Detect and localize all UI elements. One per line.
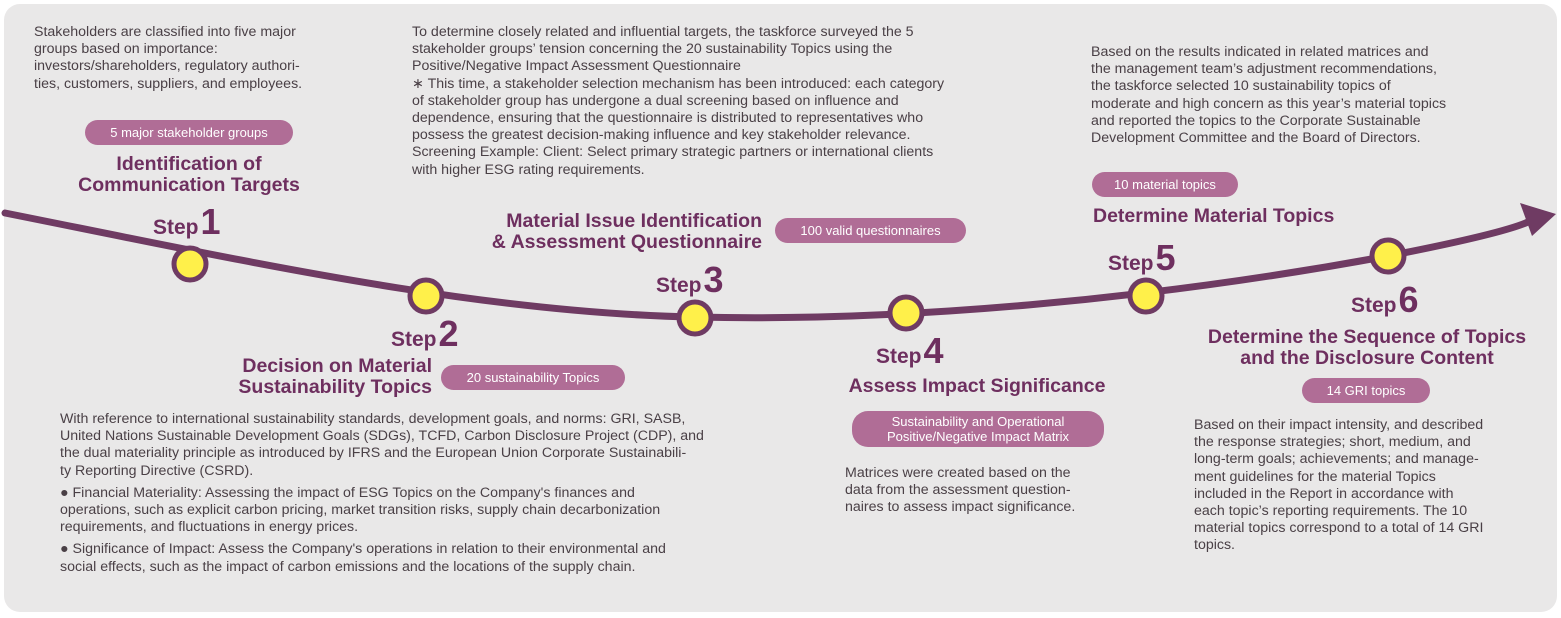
- step4-title: Assess Impact Significance: [848, 375, 1106, 397]
- step-node-6: [1369, 237, 1407, 275]
- step-node-5: [1127, 277, 1165, 315]
- step1-description: Stakeholders are classified into five ma…: [34, 24, 303, 92]
- bullet-significance-of-impact: ● Significance of Impact: Assess the Com…: [60, 541, 666, 558]
- step6-title: Determine the Sequence of Topics and the…: [1207, 326, 1527, 369]
- step-node-3: [676, 299, 714, 337]
- step2-label: Step2: [391, 313, 459, 354]
- step-node-4: [887, 294, 925, 332]
- step1-label: Step1: [153, 201, 221, 242]
- timeline-path: [1, 209, 1532, 322]
- step6-badge: 14 GRI topics: [1302, 378, 1430, 403]
- step-node-2: [407, 277, 445, 315]
- step5-description: Based on the results indicated in relate…: [1091, 44, 1447, 147]
- step5-title: Determine Material Topics: [1093, 205, 1335, 227]
- step5-label: Step5: [1108, 237, 1176, 278]
- diagram-panel: [4, 4, 1557, 612]
- step2-badge: 20 sustainability Topics: [441, 365, 625, 390]
- bullet-financial-materiality: ● Financial Materiality: Assessing the i…: [60, 484, 635, 501]
- step3-label: Step3: [656, 259, 724, 300]
- step4-label: Step4: [876, 330, 944, 371]
- arrow-head-icon: [1520, 203, 1556, 236]
- step4-badge: Sustainability and Operational Positive/…: [852, 411, 1104, 447]
- step6-label: Step6: [1351, 279, 1419, 320]
- step2-title: Decision on Material Sustainability Topi…: [238, 355, 432, 398]
- step4-description: Matrices were created based on the data …: [845, 465, 1076, 516]
- step1-title: Identification of Communication Targets: [78, 153, 300, 196]
- step3-description: To determine closely related and influen…: [412, 24, 945, 178]
- step6-description: Based on their impact intensity, and des…: [1194, 417, 1484, 554]
- step2-description: With reference to international sustaina…: [60, 411, 800, 576]
- step1-badge: 5 major stakeholder groups: [85, 120, 293, 145]
- step3-badge: 100 valid questionnaires: [775, 218, 966, 243]
- step5-badge: 10 material topics: [1092, 172, 1238, 197]
- step-node-1: [171, 245, 209, 283]
- step3-title: Material Issue Identification & Assessme…: [491, 210, 762, 253]
